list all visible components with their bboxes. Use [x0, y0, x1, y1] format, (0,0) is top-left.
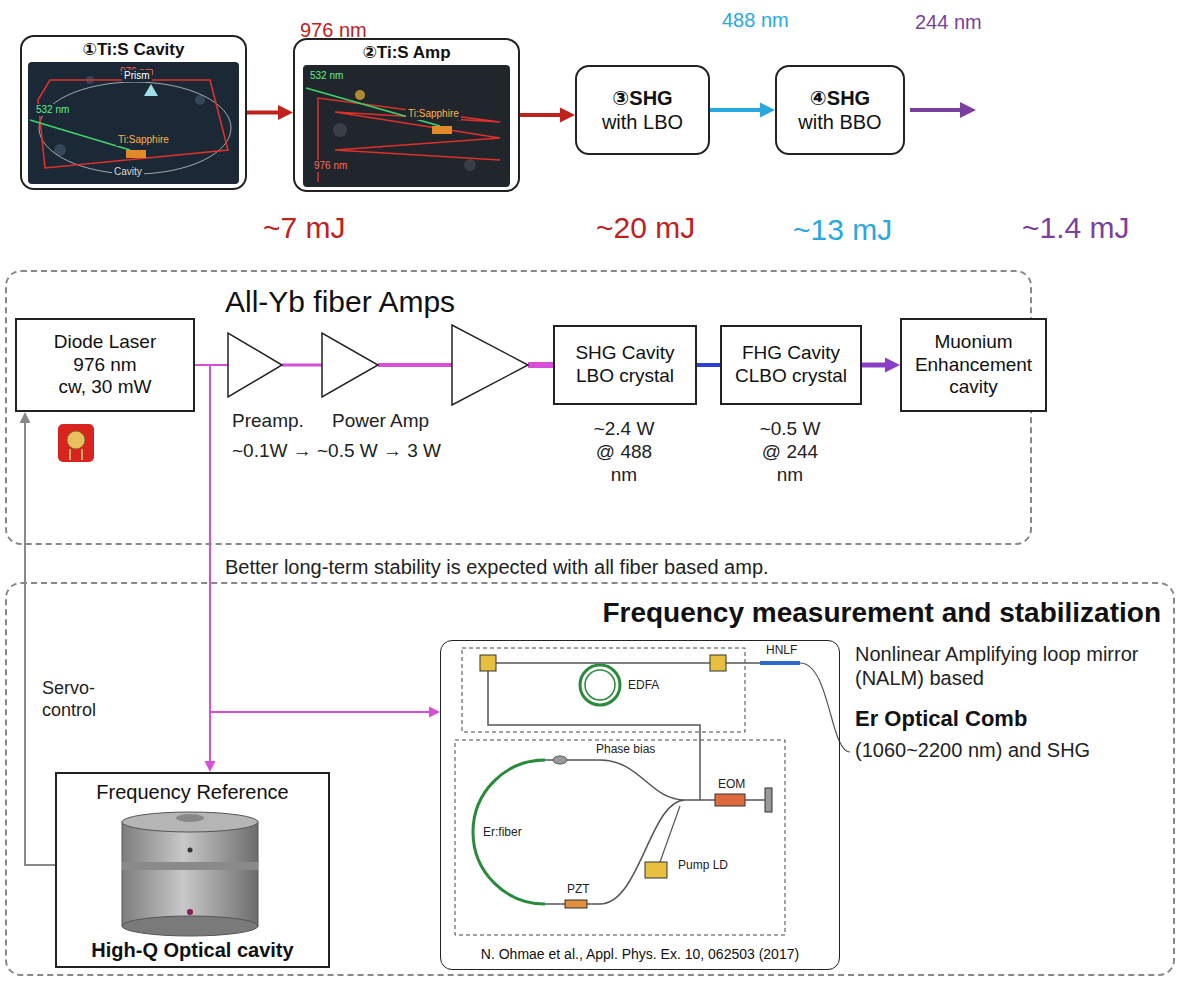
annotation: ~0.5 W @ 244 nm: [749, 418, 831, 486]
connector: [195, 365, 440, 718]
arrow-head: [760, 103, 775, 118]
node-text: Frequency measurement and stabilization: [602, 596, 1161, 630]
stage-box: ④SHGwith BBO: [775, 65, 905, 155]
annotation: ~1.4 mJ: [1022, 210, 1130, 246]
arrow-head: [205, 761, 216, 772]
part-label: Phase bias: [594, 742, 657, 756]
node-text: 976 nm: [73, 354, 136, 377]
connector: [195, 365, 216, 772]
photo-label: 532 nm: [308, 70, 345, 82]
annotation: ~20 mJ: [596, 210, 695, 246]
annotation: ~2.4 W @ 488 nm: [583, 418, 665, 486]
part-label: Er:fiber: [481, 825, 524, 839]
annotation: ~0.1W → ~0.5 W → 3 W: [232, 440, 441, 463]
laser-box: Diode Laser976 nmcw, 30 mW: [15, 318, 195, 412]
photo-label: 532 nm: [34, 104, 71, 116]
arrow-head: [429, 707, 440, 718]
part-label: Pump LD: [676, 858, 730, 872]
amp-photo: [303, 65, 510, 187]
annotation: Better long-term stability is expected w…: [225, 555, 769, 579]
photo-label: Ti:Sapphire: [406, 108, 461, 120]
cavity-box: FHG Cavity CLBO crystal: [720, 325, 862, 405]
node-text: SHG Cavity LBO crystal: [560, 342, 690, 388]
node-text: ②Ti:S Amp: [362, 43, 450, 63]
connector-line: [520, 113, 563, 117]
connector-line: [697, 363, 720, 367]
photo-label: Cavity: [112, 166, 144, 178]
part-label: EOM: [716, 777, 747, 791]
connector-line: [195, 365, 210, 763]
node-text: ③SHG: [612, 86, 672, 110]
stage-box: ③SHGwith LBO: [575, 65, 710, 155]
annotation: Servo-control: [42, 678, 114, 721]
group-region: All-Yb fiber AmpsDiode Laser976 nmcw, 30…: [5, 270, 1032, 545]
annotation: 244 nm: [915, 10, 982, 34]
node-text: cw, 30 mW: [59, 376, 152, 399]
annotation: (1060~2200 nm) and SHG: [855, 738, 1090, 762]
connector-line: [247, 111, 281, 115]
connector: [520, 108, 575, 123]
connector: [247, 105, 293, 120]
cavity-box: SHG Cavity LBO crystal: [553, 325, 697, 405]
node-text: with LBO: [602, 110, 683, 134]
edge-label: 488 nm: [722, 8, 789, 32]
connector: [862, 358, 900, 373]
target-box: Muonium Enhancement cavity: [900, 318, 1047, 412]
reference-box: Frequency ReferenceHigh-Q Optical cavity: [55, 772, 330, 968]
photo-label: Prism: [122, 70, 152, 82]
cavity-photo: [28, 62, 239, 184]
comb-schematic: [455, 648, 850, 935]
laser-diode-icon: [58, 424, 94, 462]
group-region: Frequency measurement and stabilizationF…: [5, 582, 1175, 976]
part-label: EDFA: [626, 678, 661, 692]
arrow-head: [20, 412, 31, 423]
fiber-amplifiers: [228, 325, 553, 405]
annotation: ~7 mJ: [263, 210, 346, 246]
output-arrow: [910, 102, 976, 118]
connector-line: [25, 421, 55, 865]
connector: [710, 103, 775, 118]
connector-line: [195, 365, 431, 712]
node-text: ①Ti:S Cavity: [83, 40, 185, 60]
node-text: All-Yb fiber Amps: [225, 284, 455, 320]
cavity-cylinder: [122, 812, 258, 936]
node-text: N. Ohmae et al., Appl. Phys. Ex. 10, 062…: [481, 946, 799, 963]
connector: [697, 365, 720, 366]
connector-line: [862, 363, 888, 368]
annotation: Nonlinear Amplifying loop mirror (NALM) …: [855, 642, 1170, 690]
arrow-head: [278, 105, 293, 120]
node-text: Frequency Reference: [96, 780, 288, 804]
part-label: PZT: [565, 882, 592, 896]
edge-label: 976 nm: [300, 18, 367, 42]
photo-label: Ti:Sapphire: [116, 134, 171, 146]
node-text: FHG Cavity CLBO crystal: [727, 342, 855, 388]
node-text: High-Q Optical cavity: [91, 938, 293, 962]
node-text: with BBO: [798, 110, 881, 134]
part-label: HNLF: [764, 643, 799, 657]
photo-label: 976 nm: [312, 160, 349, 172]
arrow-head: [885, 358, 900, 373]
node-text: Diode Laser: [54, 331, 156, 354]
connector-line: [710, 108, 763, 112]
annotation: Preamp.: [232, 410, 304, 433]
annotation: Power Amp: [332, 410, 429, 433]
node-text: ④SHG: [810, 86, 870, 110]
connector: [20, 412, 56, 865]
node-text: Muonium Enhancement cavity: [907, 331, 1040, 399]
annotation: Er Optical Comb: [855, 706, 1027, 732]
arrow-head: [560, 108, 575, 123]
annotation: ~13 mJ: [793, 212, 892, 248]
